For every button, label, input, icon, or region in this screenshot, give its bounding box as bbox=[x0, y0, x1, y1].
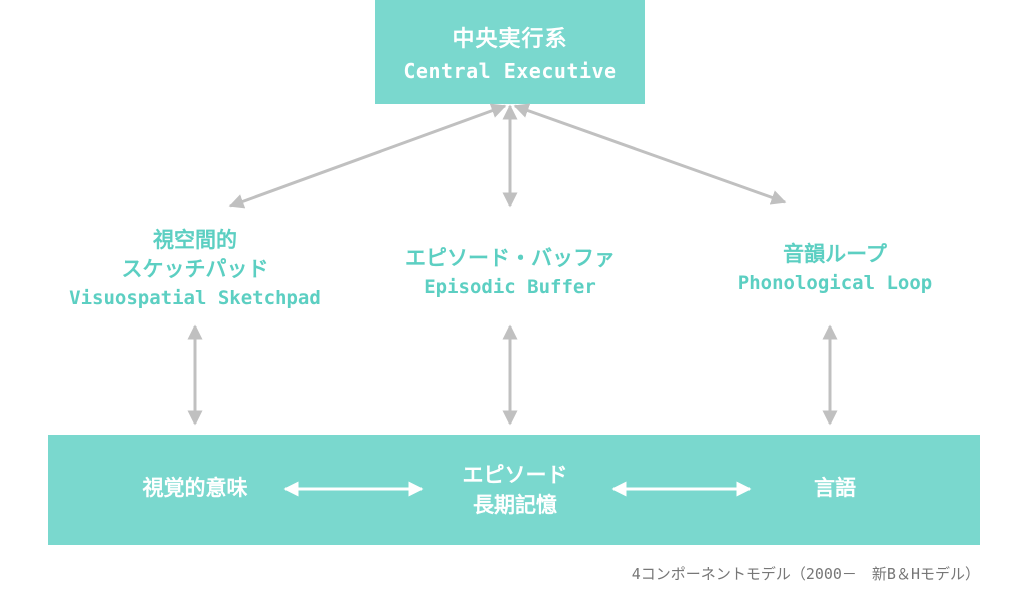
visuospatial-jp-line2: スケッチパッド bbox=[121, 257, 269, 281]
arrow-ce-to-visuospatial bbox=[228, 103, 507, 209]
central-executive-jp-label: 中央実行系 bbox=[452, 27, 568, 52]
central-executive-box: 中央実行系 Central Executive bbox=[375, 0, 645, 104]
visuospatial-sketchpad: 視空間的 スケッチパッド Visuospatial Sketchpad bbox=[40, 226, 350, 313]
language-label: 言語 bbox=[814, 476, 856, 500]
visuospatial-jp-line1: 視空間的 bbox=[153, 228, 237, 252]
episodic-buffer: エピソード・バッファ Episodic Buffer bbox=[370, 244, 650, 302]
episodic-ltm-line1: エピソード bbox=[462, 463, 568, 487]
episodic-ltm-line2: 長期記憶 bbox=[473, 493, 557, 517]
phonological-loop-en-label: Phonological Loop bbox=[737, 272, 933, 294]
phonological-loop: 音韻ループ Phonological Loop bbox=[700, 240, 970, 298]
visuospatial-en-label: Visuospatial Sketchpad bbox=[69, 287, 321, 309]
model-caption: 4コンポーネントモデル（2000－ 新B＆Hモデル） bbox=[631, 565, 980, 583]
long-term-memory-box bbox=[48, 435, 980, 545]
phonological-loop-jp-label: 音韻ループ bbox=[783, 242, 887, 266]
episodic-buffer-jp-label: エピソード・バッファ bbox=[405, 246, 615, 270]
episodic-long-term-memory: エピソード 長期記憶 bbox=[430, 460, 600, 520]
central-executive-en-label: Central Executive bbox=[403, 59, 617, 83]
visual-semantics-label: 視覚的意味 bbox=[142, 476, 248, 500]
arrow-ce-to-phonological-loop bbox=[513, 103, 787, 205]
episodic-buffer-en-label: Episodic Buffer bbox=[424, 276, 596, 298]
